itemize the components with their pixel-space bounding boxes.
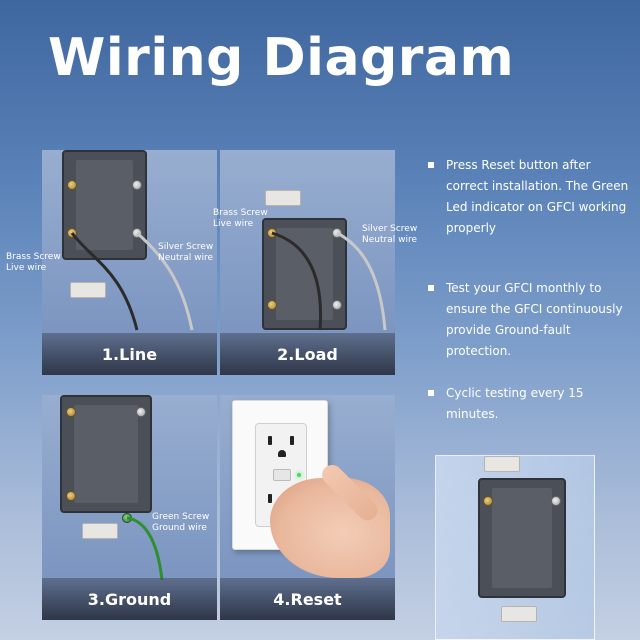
wires-ground xyxy=(126,516,164,581)
mounting-bracket-top xyxy=(484,456,520,472)
brass-screw xyxy=(67,180,77,190)
mounting-bracket-bottom xyxy=(70,282,106,298)
wire-label-silver: Silver Screw Neutral wire xyxy=(362,224,418,245)
gfci-outlet xyxy=(262,218,347,330)
silver-screw xyxy=(136,407,146,417)
note-text: Test your GFCI monthly to ensure the GFC… xyxy=(446,281,623,358)
gfci-outlet xyxy=(62,150,147,260)
silver-screw xyxy=(551,496,561,506)
panel-load: 2.Load xyxy=(220,150,395,375)
mounting-bracket-top xyxy=(265,190,301,206)
wire-label-green: Green Screw Ground wire xyxy=(152,512,210,533)
note-text: Press Reset button after correct install… xyxy=(446,158,629,235)
page-title: Wiring Diagram xyxy=(48,28,515,88)
brass-screw xyxy=(66,491,76,501)
wires-line xyxy=(70,231,194,331)
outlet-slot xyxy=(268,494,272,503)
brass-screw xyxy=(267,300,277,310)
note-item: Test your GFCI monthly to ensure the GFC… xyxy=(428,278,633,362)
live-wire xyxy=(271,231,323,331)
wires-load xyxy=(271,231,387,331)
outlet-slot xyxy=(290,436,294,445)
silver-screw xyxy=(332,300,342,310)
outlet-slot xyxy=(268,436,272,445)
silver-screw xyxy=(132,180,142,190)
wire-label-silver: Silver Screw Neutral wire xyxy=(158,242,214,263)
note-item: Press Reset button after correct install… xyxy=(428,155,633,239)
panel-caption: 2.Load xyxy=(220,333,395,375)
bullet-icon xyxy=(428,390,434,396)
wire-label-brass: Brass Screw Live wire xyxy=(213,208,268,229)
hand xyxy=(270,478,390,578)
panel-line: 1.Line xyxy=(42,150,217,375)
neutral-wire xyxy=(136,231,194,331)
panel-caption: 3.Ground xyxy=(42,578,217,620)
mounting-bracket-bottom xyxy=(82,523,118,539)
panel-caption: 4.Reset xyxy=(220,578,395,620)
ground-hole xyxy=(278,450,286,457)
panel-ground: 3.Ground xyxy=(42,395,217,620)
panel-caption: 1.Line xyxy=(42,333,217,375)
brass-screw xyxy=(66,407,76,417)
reset-button[interactable] xyxy=(273,469,291,481)
ice-cube xyxy=(435,455,595,640)
green-led-indicator xyxy=(297,473,301,477)
neutral-wire xyxy=(336,231,387,331)
wire-label-brass: Brass Screw Live wire xyxy=(6,252,61,273)
brass-screw xyxy=(483,496,493,506)
note-item: Cyclic testing every 15 minutes. xyxy=(428,383,633,425)
mounting-bracket-bottom xyxy=(501,606,537,622)
ground-wire xyxy=(126,516,164,581)
note-text: Cyclic testing every 15 minutes. xyxy=(446,386,584,421)
bullet-icon xyxy=(428,285,434,291)
live-wire xyxy=(70,232,139,331)
bullet-icon xyxy=(428,162,434,168)
